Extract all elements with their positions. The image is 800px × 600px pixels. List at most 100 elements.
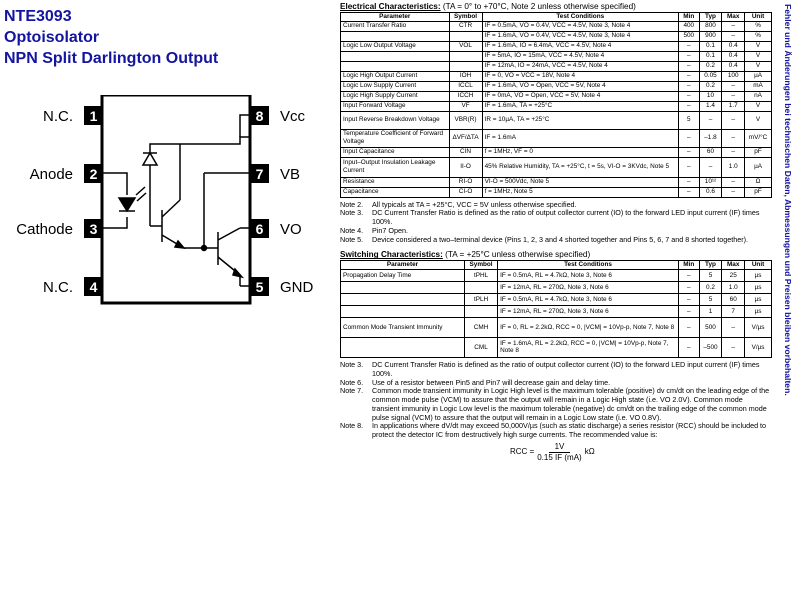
table-cell: 400 <box>677 20 700 32</box>
table-cell <box>339 304 466 318</box>
table-cell: – <box>677 336 700 358</box>
table-row: IF = 5mA, IO = 15mA, VCC = 4.5V, Note 4–… <box>340 50 772 62</box>
table-cell: IF = 0mA, VO = Open, VCC = 5V, Note 4 <box>481 90 679 102</box>
table-cell: Ω <box>744 176 772 188</box>
note-text: Common mode transient immunity in Logic … <box>372 386 770 422</box>
switching-header: Switching Characteristics: (TA = +25°C u… <box>340 250 591 260</box>
column-header: Max <box>721 11 746 22</box>
table-cell <box>340 50 450 62</box>
table-cell: IOH <box>448 70 483 82</box>
table-cell: 1 <box>698 304 723 318</box>
note: Note 6.Use of a resistor between Pin5 an… <box>340 377 772 388</box>
pinout-diagram: 1 N.C. 2 Anode 3 Cathode 4 N.C. 8 Vcc 7 … <box>16 95 314 305</box>
table-cell: 0.4 <box>721 50 746 62</box>
table-cell: – <box>721 30 746 42</box>
table-row: IF = 12mA, RL = 270Ω, Note 3, Note 6–0.2… <box>339 280 772 294</box>
table-cell: 5 <box>677 110 700 130</box>
pin-1: 1 N.C. <box>43 106 103 125</box>
note-number: Note 6. <box>340 377 364 387</box>
table-cell: VOL <box>448 40 483 52</box>
pin-5-label: GND <box>280 279 314 296</box>
table-cell: – <box>677 292 700 306</box>
note-text: Device considered a two–terminal device … <box>372 234 748 244</box>
table-cell: 60 <box>698 146 723 158</box>
table-cell: pF <box>744 186 772 198</box>
table-cell: IF = 12mA, RL = 270Ω, Note 3, Note 6 <box>497 280 679 294</box>
pin-2-label: Anode <box>30 166 73 183</box>
table-cell: 1.7 <box>721 100 746 112</box>
table-cell: V <box>744 60 772 72</box>
table-cell: ΔVF/ΔTA <box>448 128 483 148</box>
table-row: IF = 12mA, IO = 24mA, VCC = 4.5V, Note 4… <box>340 60 772 72</box>
table-cell: IF = 5mA, IO = 15mA, VCC = 4.5V, Note 4 <box>481 50 679 62</box>
table-cell: Temperature Coefficient of Forward Volta… <box>340 128 450 148</box>
table-cell: µs <box>744 280 772 294</box>
note: Note 5.Device considered a two–terminal … <box>340 234 772 245</box>
table-cell: 0.4 <box>721 40 746 52</box>
svg-text:5: 5 <box>256 279 264 295</box>
note: Note 3.DC Current Transfer Ratio is defi… <box>340 360 772 379</box>
device-type: Optoisolator <box>4 29 100 46</box>
table-cell: CMH <box>464 316 499 338</box>
device-title: NTE3093 Optoisolator NPN Split Darlingto… <box>4 6 334 69</box>
column-header: Parameter <box>339 260 466 270</box>
table-cell: IF = 0.5mA, VO = 0.4V, VCC = 4.5V, Note … <box>481 20 679 32</box>
table-cell: – <box>721 336 746 358</box>
table-cell: CIN <box>448 146 483 158</box>
column-header: Parameter <box>340 11 450 22</box>
table-cell: II-O <box>448 156 483 178</box>
package-outline <box>100 95 252 305</box>
table-cell: IF = 1.6mA, TA = +25°C <box>481 100 679 112</box>
table-cell: 10¹² <box>698 176 723 188</box>
table-cell: pF <box>744 146 772 158</box>
note-text: Pin7 Open. <box>372 225 408 235</box>
table-cell: – <box>677 70 700 82</box>
table-cell <box>339 292 466 306</box>
column-header: Typ <box>698 11 723 22</box>
table-cell: 1.4 <box>698 100 723 112</box>
disclaimer-text: Fehler und Änderungen bei technischen Da… <box>783 4 793 396</box>
table-cell: Resistance <box>340 176 450 188</box>
note: Note 7.Common mode transient immunity in… <box>340 386 772 422</box>
table-cell: 25 <box>721 268 746 282</box>
note: Note 4. Pin7 Open. <box>340 225 772 236</box>
table-cell: – <box>721 186 746 198</box>
table-cell: 0.1 <box>698 40 723 52</box>
table-cell: IR = 10µA, TA = +25°C <box>481 110 679 130</box>
table-cell <box>448 60 483 72</box>
table-cell: Logic Low Supply Current <box>340 80 450 92</box>
table-cell: nA <box>744 90 772 102</box>
table-cell: – <box>677 304 700 318</box>
svg-text:1: 1 <box>90 108 98 124</box>
table-cell: V <box>744 100 772 112</box>
column-header: Test Conditions <box>497 260 679 270</box>
note-number: Note 4. <box>340 225 364 235</box>
table-cell: VI-O = 500Vdc, Note 5 <box>481 176 679 188</box>
table-cell: tPLH <box>464 292 499 306</box>
pin-4: 4 N.C. <box>43 277 103 296</box>
table-cell: – <box>677 280 700 294</box>
pin-5: 5 GND <box>250 277 314 296</box>
note-number: Note 2. <box>340 199 364 209</box>
table-cell: V <box>744 40 772 52</box>
table-row: IF = 1.6mA, VO = 0.4V, VCC = 4.5V, Note … <box>340 30 772 42</box>
table-cell: IF = 12mA, IO = 24mA, VCC = 4.5V, Note 4 <box>481 60 679 72</box>
table-cell: – <box>677 316 700 338</box>
table-cell: 0.05 <box>698 70 723 82</box>
column-header: Unit <box>744 260 772 270</box>
table-cell: VBR(R) <box>448 110 483 130</box>
note: Note 8.In applications where dV/dt may e… <box>340 422 772 440</box>
svg-text:4: 4 <box>90 279 98 295</box>
table-cell <box>339 336 466 358</box>
part-number: NTE3093 <box>4 8 72 25</box>
table-cell: 0.1 <box>698 50 723 62</box>
table-cell: Logic High Supply Current <box>340 90 450 102</box>
table-cell: IF = 0.5mA, RL = 4.7kΩ, Note 3, Note 6 <box>497 268 679 282</box>
